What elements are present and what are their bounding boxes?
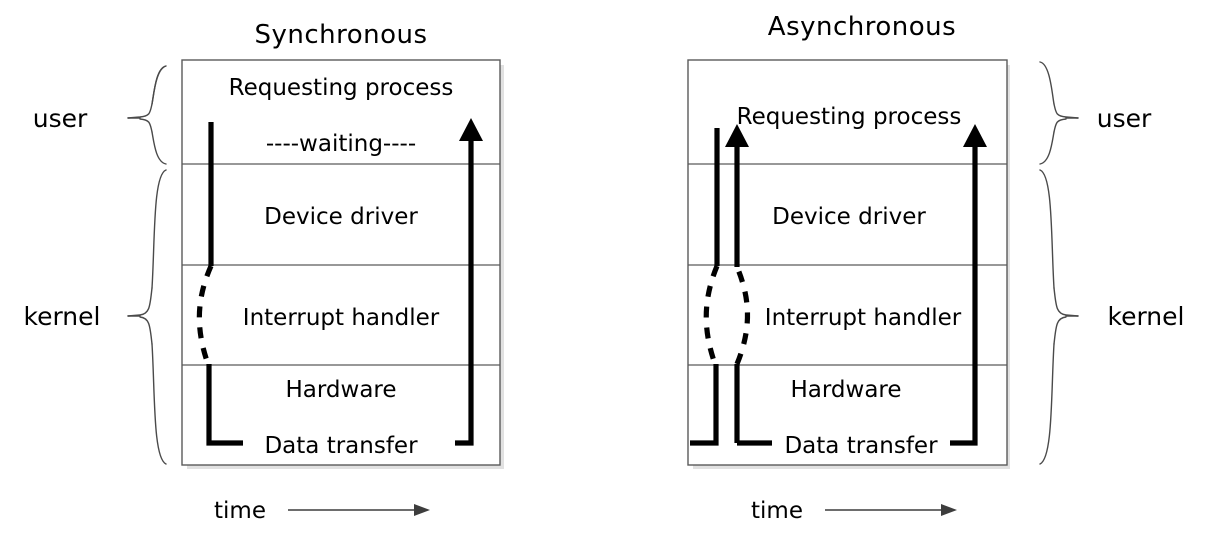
panel-box-async	[687, 59, 1008, 466]
time-axis-async: time	[751, 498, 957, 524]
row-label-device-driver-sync: Device driver	[264, 204, 418, 230]
brace-label-user-async: user	[1097, 104, 1152, 133]
flow-request-down-sync	[196, 122, 243, 446]
panel-box-sync	[181, 59, 501, 466]
panel-synchronous: Synchronous Requesting process ----waiti…	[24, 20, 504, 524]
row-label-hardware-async: Hardware	[790, 377, 901, 403]
row-label-device-driver-async: Device driver	[772, 204, 926, 230]
time-label-sync: time	[214, 498, 266, 524]
flow-immediate-return-up-async	[725, 124, 772, 446]
arrowhead-immediate-return-async	[725, 124, 749, 147]
brace-label-kernel-sync: kernel	[24, 302, 101, 331]
time-axis-sync: time	[214, 498, 430, 524]
arrowhead-completion-async	[963, 124, 987, 147]
row-label-data-transfer-async: Data transfer	[784, 433, 938, 459]
row-label-requesting-process-sync: Requesting process	[229, 75, 454, 101]
flow-request-down-async	[690, 128, 720, 446]
row-label-hardware-sync: Hardware	[285, 377, 396, 403]
brace-user-left	[127, 65, 167, 165]
flow-return-up-sync	[455, 118, 483, 446]
panel-title-sync: Synchronous	[254, 20, 427, 50]
arrowhead-return-sync	[459, 118, 483, 141]
row-label-waiting-sync: ----waiting----	[266, 131, 416, 157]
brace-user-right	[1039, 61, 1079, 165]
brace-label-kernel-async: kernel	[1108, 302, 1185, 331]
brace-kernel-right	[1039, 169, 1079, 465]
row-label-data-transfer-sync: Data transfer	[264, 433, 418, 459]
time-label-async: time	[751, 498, 803, 524]
flow-completion-up-async	[950, 124, 987, 446]
row-label-interrupt-handler-async: Interrupt handler	[765, 305, 962, 331]
brace-kernel-left	[127, 169, 167, 465]
time-arrowhead-async	[941, 504, 957, 516]
row-label-interrupt-handler-sync: Interrupt handler	[243, 305, 440, 331]
panel-title-async: Asynchronous	[768, 12, 956, 42]
panel-asynchronous: Asynchronous Requesting process Device d…	[687, 12, 1185, 524]
time-arrowhead-sync	[414, 504, 430, 516]
brace-label-user-sync: user	[33, 104, 88, 133]
row-label-requesting-process-async: Requesting process	[737, 104, 962, 130]
